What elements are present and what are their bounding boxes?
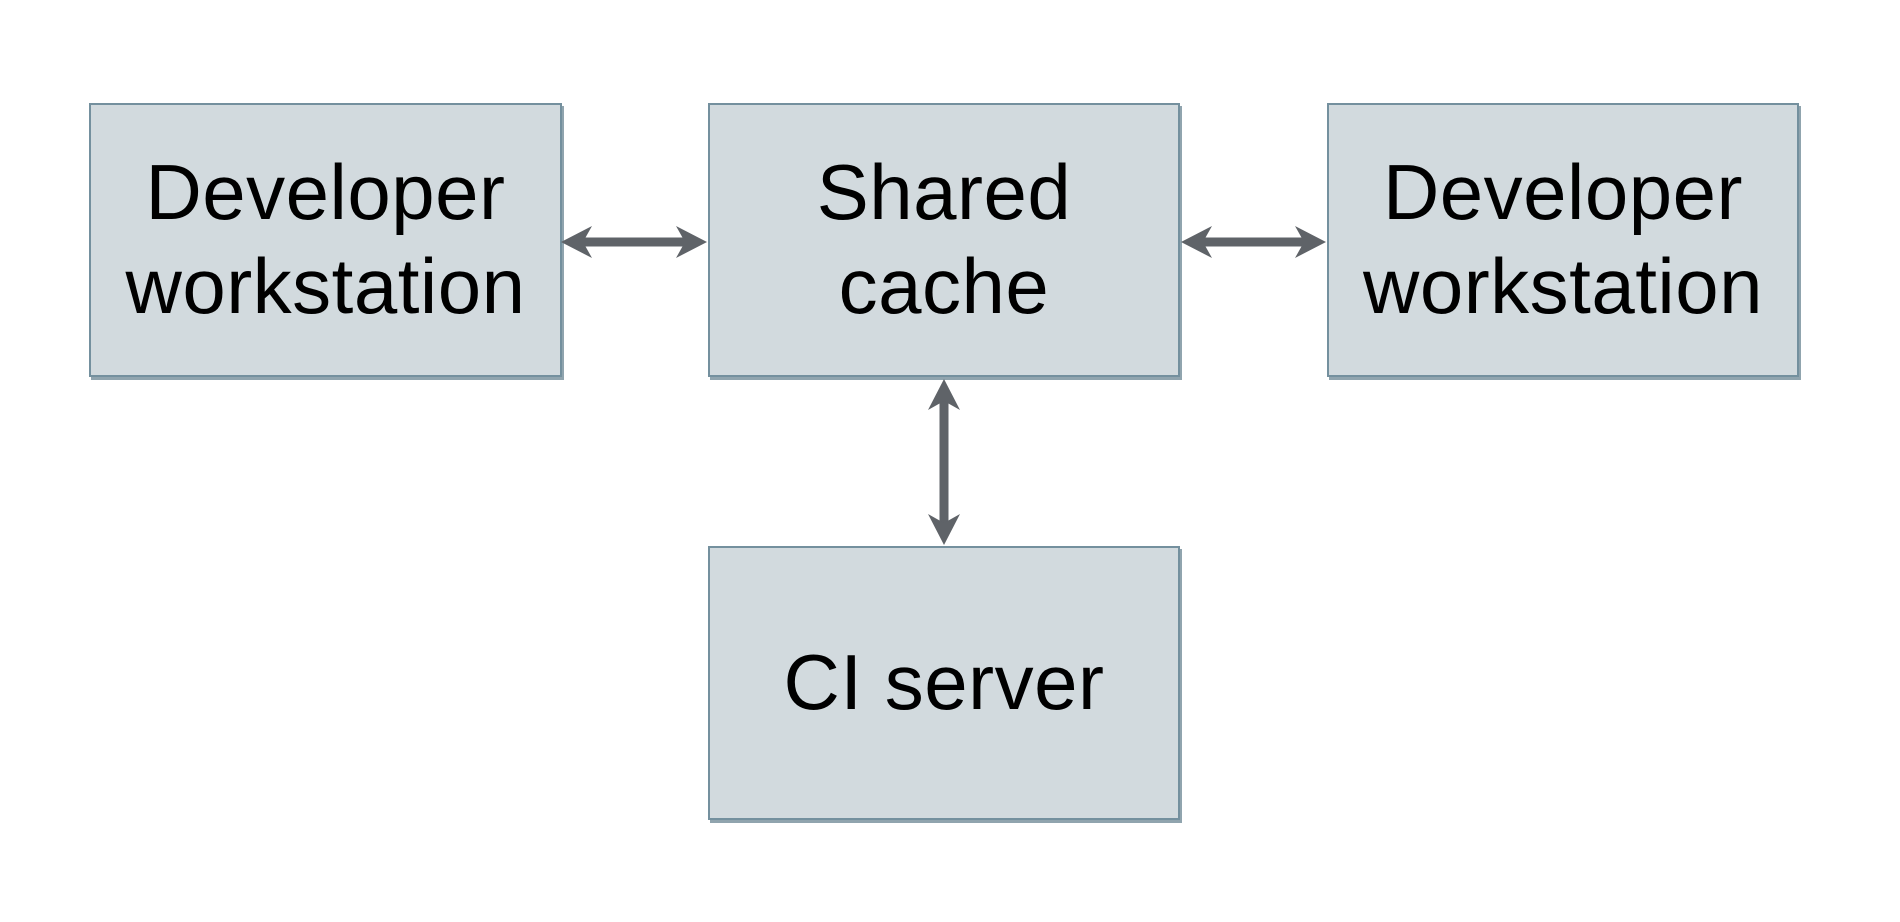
node-developer-workstation-right: Developer workstation [1327, 103, 1799, 377]
node-developer-workstation-left: Developer workstation [89, 103, 562, 377]
node-label: Developer workstation [1363, 148, 1763, 330]
double-arrow-shared-cache-ci-server [928, 379, 960, 545]
node-ci-server: CI server [708, 546, 1180, 820]
node-shared-cache: Shared cache [708, 103, 1180, 377]
double-arrow-dev-left-shared-cache [561, 226, 707, 258]
node-label: CI server [783, 638, 1105, 727]
node-label: Shared cache [816, 148, 1072, 330]
double-arrow-shared-cache-dev-right [1181, 226, 1326, 258]
node-label: Developer workstation [125, 148, 526, 330]
